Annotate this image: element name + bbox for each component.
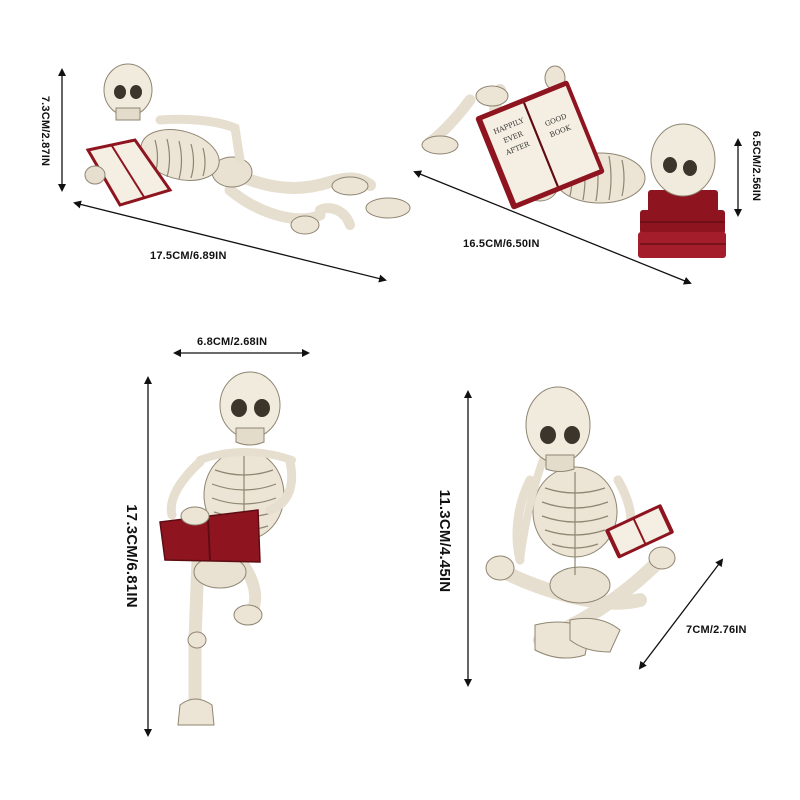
dimension-label-fig4-depth: 7CM/2.76IN xyxy=(686,624,747,636)
skeleton-figure-sitting-edge xyxy=(159,371,297,726)
skeleton-figure-lying-reading xyxy=(84,63,411,235)
skeleton-figure-on-books: HAPPILY EVER AFTER GOOD BOOK xyxy=(421,65,726,258)
dimension-label-fig3-width: 6.8CM/2.68IN xyxy=(197,336,268,348)
dimension-label-fig3-height: 17.3CM/6.81IN xyxy=(123,504,140,608)
dimension-arrow xyxy=(413,170,692,285)
dimension-label-fig1-length: 17.5CM/6.89IN xyxy=(150,250,227,262)
dimension-label-fig1-height: 7.3CM/2.87IN xyxy=(39,95,51,167)
dimension-label-fig2-height: 6.5CM/2.56IN xyxy=(750,130,762,202)
dimension-label-fig4-height: 11.3CM/4.45IN xyxy=(436,489,453,593)
dimension-label-fig2-length: 16.5CM/6.50IN xyxy=(463,238,540,250)
dimension-arrow xyxy=(73,200,387,283)
dimension-arrow xyxy=(638,558,724,670)
skeleton-figure-cross-legged xyxy=(485,386,676,659)
